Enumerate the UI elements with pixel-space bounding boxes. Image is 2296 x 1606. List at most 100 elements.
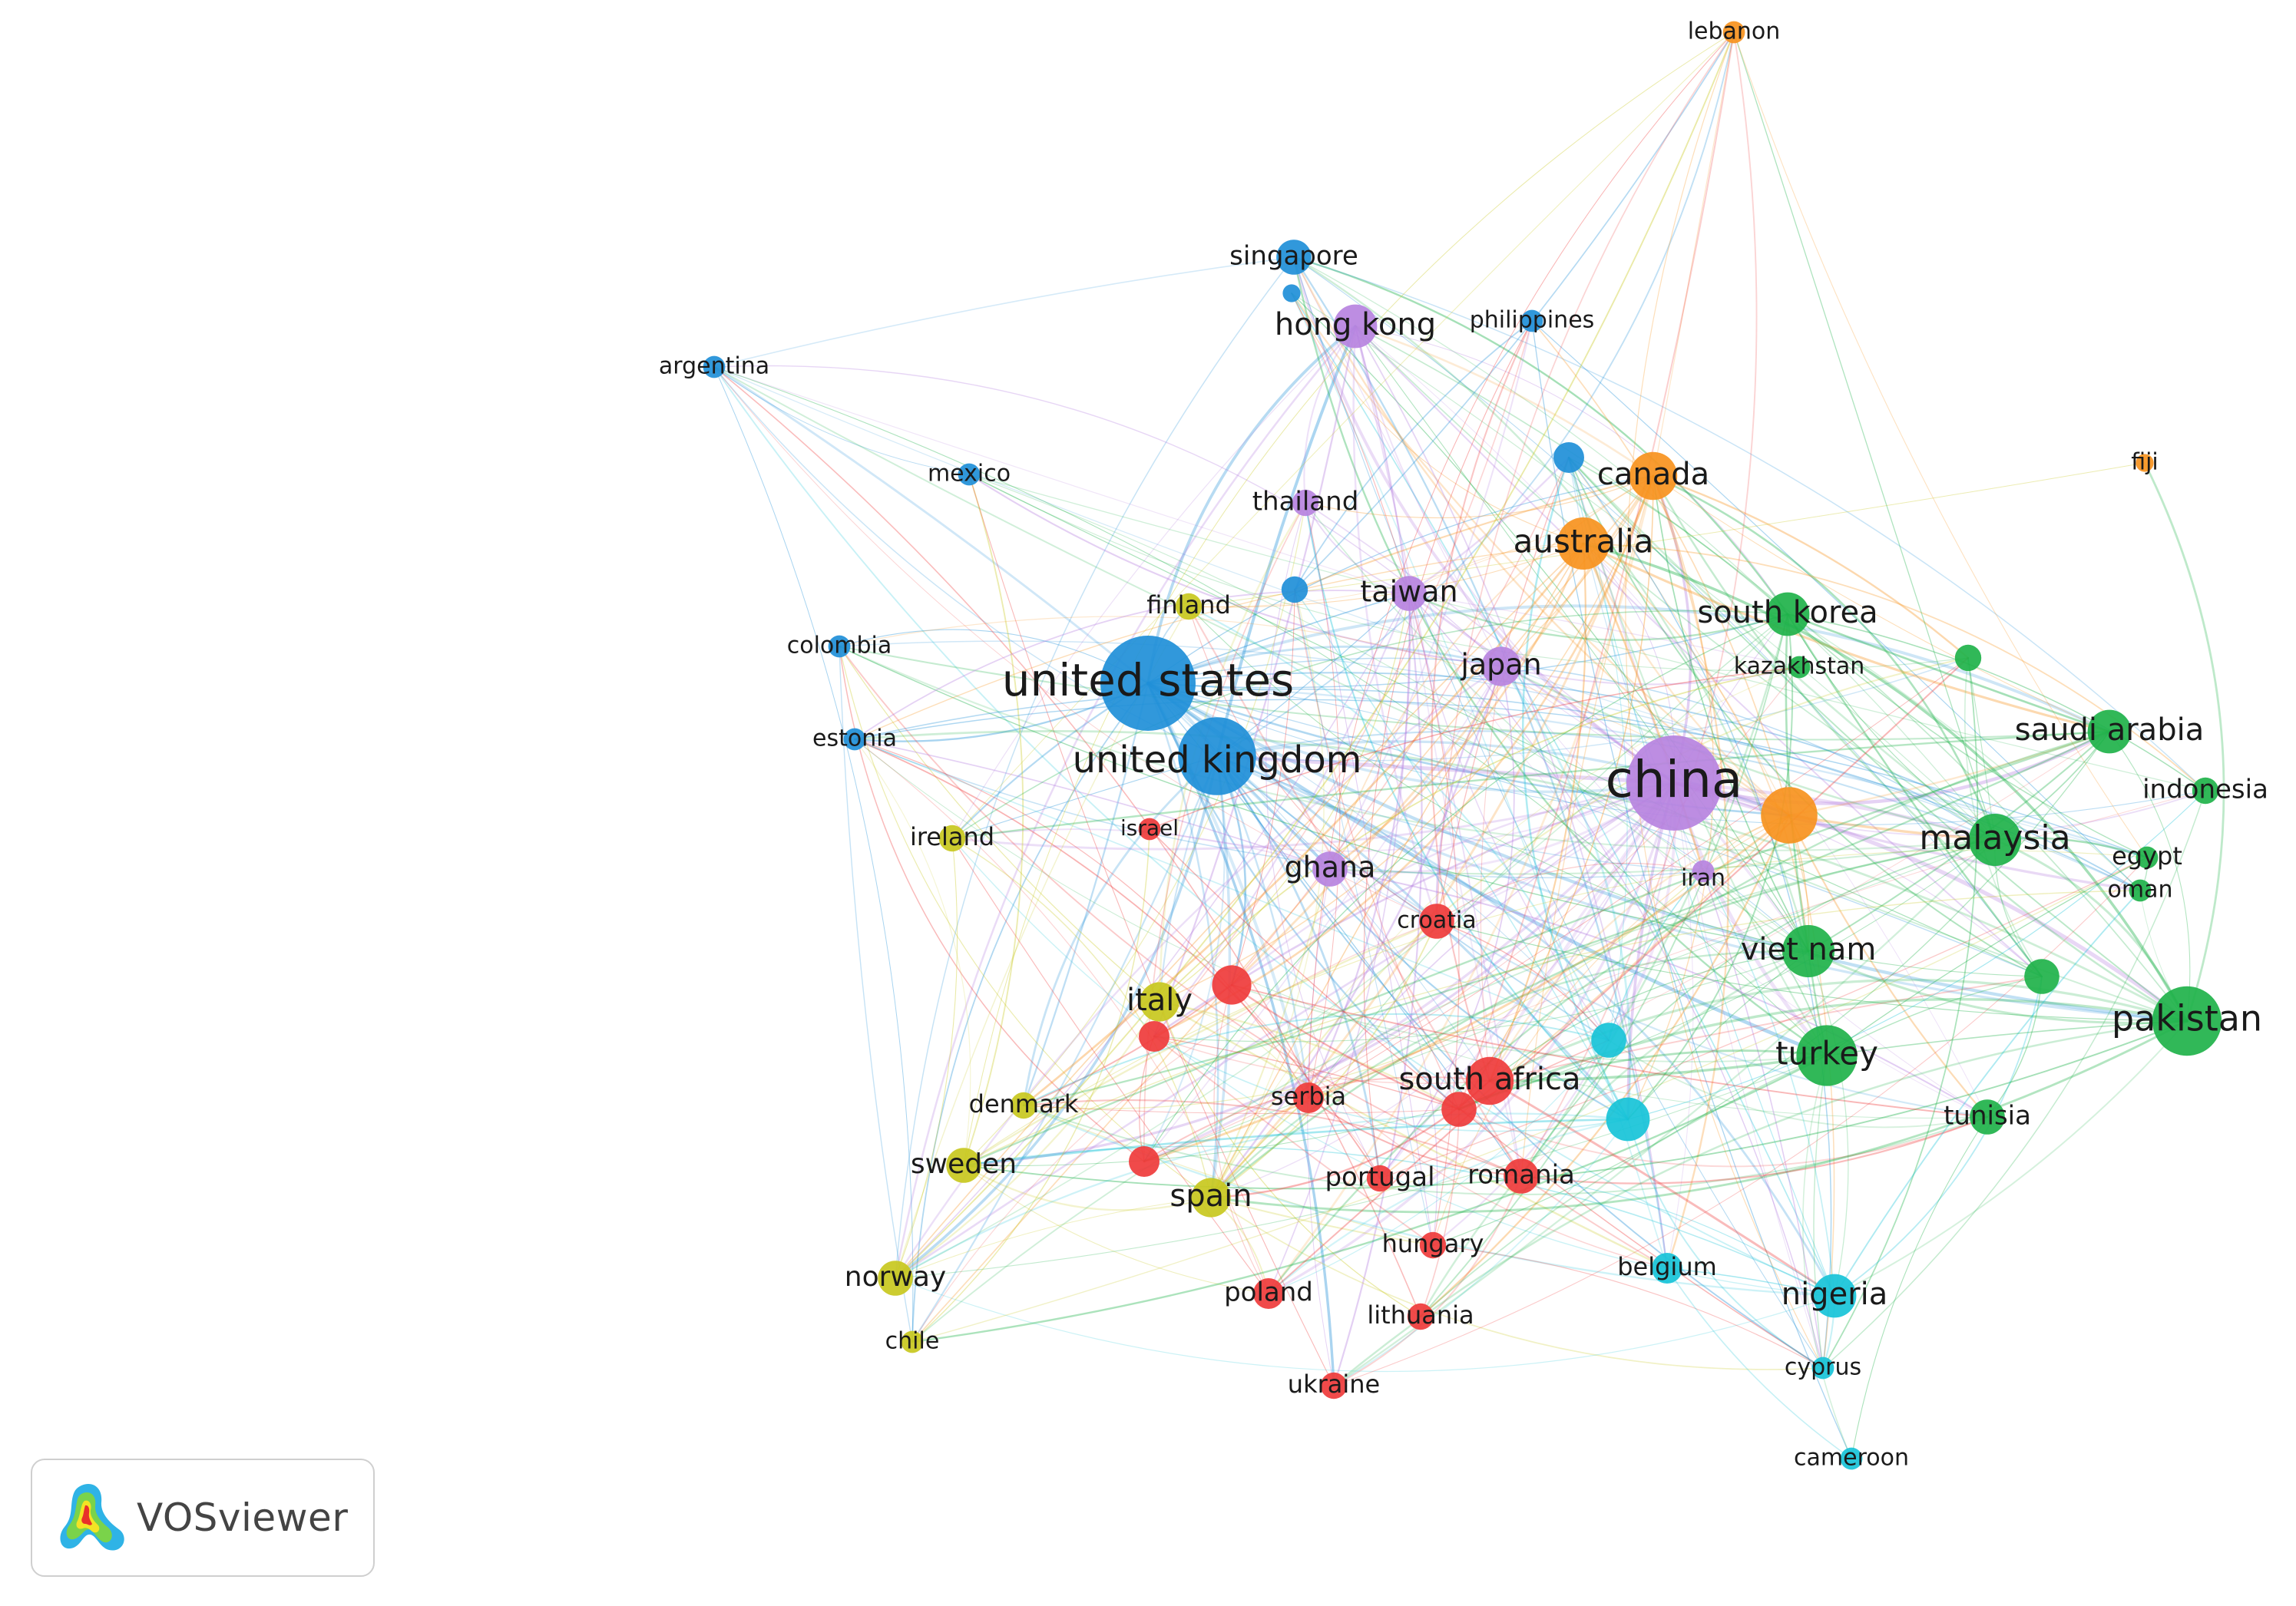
node-sing2[interactable] [1282,284,1301,302]
node-bluesmall1[interactable] [1281,576,1308,603]
node-israel[interactable] [1138,818,1161,841]
node-cyansmall2[interactable] [1606,1097,1650,1142]
node-usa[interactable] [1100,636,1196,731]
node-indonesia[interactable] [2192,777,2219,805]
node-greensmall2[interactable] [2024,959,2059,994]
link-orangebig-hungary [1432,815,1790,1246]
link-taiwan-kazakhstan [1408,593,1800,668]
node-china[interactable] [1626,735,1722,831]
link-colombia-spain [839,646,1212,1198]
node-tunisia[interactable] [1970,1099,2005,1135]
node-spain[interactable] [1191,1178,1231,1218]
node-portugal[interactable] [1366,1165,1394,1192]
link-bluesmall2-redsmall1 [1231,457,1570,986]
link-norway-turkey [895,1055,1828,1279]
node-serbia[interactable] [1293,1082,1324,1113]
link-denmark-cyansmall1 [1023,1013,1610,1106]
node-kazakhstan[interactable] [1788,656,1811,679]
node-denmark[interactable] [1010,1092,1037,1119]
link-lebanon-romania [1520,31,1758,1177]
node-norway[interactable] [878,1261,913,1296]
label-china: china [1606,750,1743,809]
node-ukraine[interactable] [1320,1372,1348,1399]
link-finland-cyansmall1 [1187,605,1610,1042]
node-australia[interactable] [1557,517,1610,570]
link-china-ghana [1328,782,1676,874]
link-bluesmall2-nigeria [1568,457,1835,1297]
node-poland[interactable] [1253,1278,1284,1309]
node-egypt[interactable] [2136,846,2159,869]
node-cyansmall1[interactable] [1591,1023,1626,1058]
link-saudiarabia-vietnam [1807,730,2111,953]
label-italy: italy [1126,983,1193,1018]
node-sweden[interactable] [946,1148,981,1183]
link-sing2-nigeria [1291,292,1835,1297]
node-greensmall1[interactable] [1954,644,1982,672]
node-orangebig[interactable] [1761,787,1818,844]
node-redsmall2[interactable] [1139,1021,1170,1052]
link-romania-malaysia [1520,839,1996,1177]
node-canada[interactable] [1629,451,1678,501]
node-hungary[interactable] [1419,1231,1447,1259]
node-pakistan[interactable] [2152,986,2222,1056]
link-denmark-romania [1022,1099,1523,1178]
node-ghana[interactable] [1312,851,1348,887]
node-iran[interactable] [1692,860,1715,883]
link-china-serbia [1308,782,1675,1099]
node-finland[interactable] [1175,593,1203,620]
node-croatia[interactable] [1419,904,1454,939]
node-malaysia[interactable] [1969,814,2021,866]
node-vietnam[interactable] [1782,925,1834,977]
node-taiwan[interactable] [1391,576,1427,611]
node-lithuania[interactable] [1407,1303,1434,1330]
link-romania-nigeria [1520,1175,1835,1297]
node-argentina[interactable] [703,355,726,378]
link-redsmall2-hungary [1153,1036,1434,1246]
node-belgium[interactable] [1652,1253,1682,1284]
link-usa-japan [1146,645,1503,685]
node-philippines[interactable] [1520,309,1543,332]
node-cyprus[interactable] [1811,1357,1834,1380]
node-redsmall3[interactable] [1129,1146,1160,1177]
link-romania-cyansmall1 [1520,1039,1610,1177]
node-thailand[interactable] [1292,489,1319,517]
link-mexico-ukraine [968,474,1335,1386]
node-fiji[interactable] [2136,454,2154,472]
node-southafrica[interactable] [1465,1056,1514,1105]
label-usa: united states [1002,654,1294,706]
label-estonia: estonia [812,725,897,752]
vosviewer-logo[interactable]: VOSviewer [31,1459,375,1577]
node-colombia[interactable] [828,635,851,658]
node-oman[interactable] [2129,879,2152,902]
node-cameroon[interactable] [1840,1447,1863,1470]
node-romania[interactable] [1504,1158,1539,1194]
label-finland: finland [1146,590,1231,620]
node-estonia[interactable] [843,728,866,751]
link-singapore-japan [1293,256,1502,667]
node-lebanon[interactable] [1722,21,1745,44]
node-singapore[interactable] [1276,240,1312,275]
node-uk[interactable] [1178,717,1256,795]
link-china-thailand [1305,502,1675,784]
link-hongkong-ukraine [1332,325,1423,1387]
link-colombia-saudiarabia [838,645,2111,741]
link-taiwan-cyansmall1 [1408,593,1610,1041]
link-cyansmall2-cyprus [1627,1119,1824,1369]
node-nigeria[interactable] [1812,1274,1857,1318]
node-bluesmall2[interactable] [1553,442,1584,473]
node-redsmall4[interactable] [1441,1092,1477,1127]
node-redsmall1[interactable] [1212,965,1252,1005]
link-singapore-norway [895,256,1295,1279]
node-hongkong[interactable] [1333,304,1378,349]
link-southkorea-vietnam [1785,613,1810,953]
node-japan[interactable] [1481,646,1521,686]
node-southkorea[interactable] [1765,592,1810,636]
node-chile[interactable] [901,1330,924,1353]
node-turkey[interactable] [1796,1025,1858,1086]
node-ireland[interactable] [938,824,966,852]
link-iran-cyprus [1702,871,1824,1369]
node-italy[interactable] [1140,982,1179,1022]
node-mexico[interactable] [958,463,981,486]
node-saudiarabia[interactable] [2087,709,2132,754]
